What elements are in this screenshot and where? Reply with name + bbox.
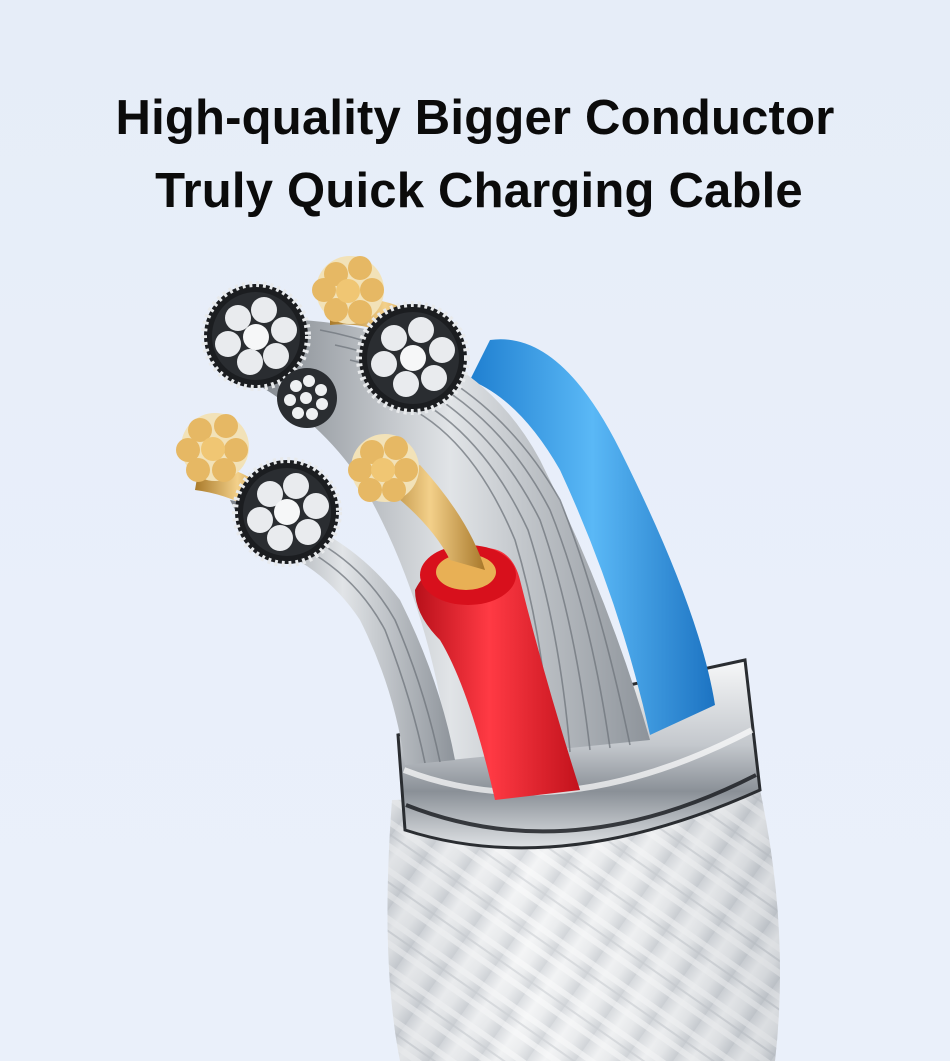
gold-conductor-left (176, 413, 249, 482)
headline-line-2: Truly Quick Charging Cable (155, 164, 803, 218)
silver-conductor-bottom (232, 457, 342, 567)
headline: High-quality Bigger Conductor Truly Quic… (0, 82, 950, 228)
silver-conductor-small (277, 368, 337, 428)
headline-line-1: High-quality Bigger Conductor (115, 91, 835, 145)
silver-conductor-top-right (356, 301, 470, 415)
gold-conductor-front (348, 434, 419, 502)
silver-conductor-top-left (201, 281, 311, 391)
